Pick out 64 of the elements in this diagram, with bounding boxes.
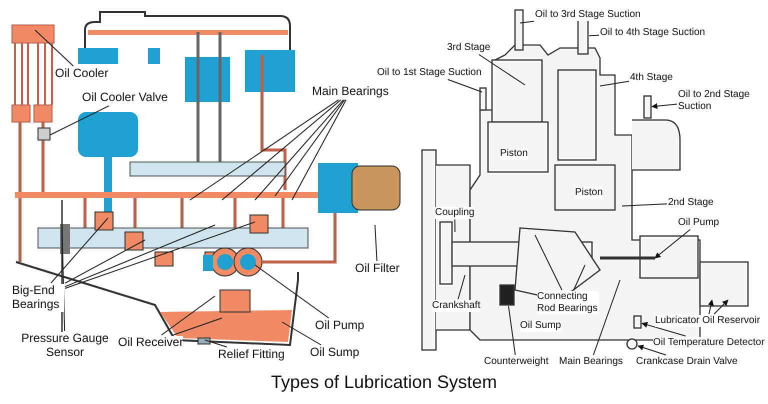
part-label: 4th Stage	[630, 72, 673, 84]
part-label: Coupling	[435, 207, 474, 218]
leader-line	[190, 99, 340, 200]
part-label: 2nd Stage	[668, 197, 714, 208]
leader-line	[458, 274, 466, 300]
part-label: Counterweight	[484, 356, 548, 368]
drain-valve	[626, 338, 638, 350]
oil-inlet-pipe	[643, 95, 652, 119]
leader-line	[222, 99, 342, 200]
leader-line	[651, 103, 678, 110]
part-label: Oil Sump	[310, 346, 360, 360]
leader-line	[573, 264, 586, 290]
leader-line	[50, 105, 110, 136]
leader-line	[520, 20, 534, 24]
leader-line	[282, 322, 322, 346]
diagram-title: Types of Lubrication System	[270, 372, 498, 392]
leader-line	[637, 344, 666, 356]
leader-line	[50, 218, 108, 284]
part-label: Oil to 1st Stage Suction	[377, 67, 482, 78]
leader-line	[592, 280, 620, 356]
leader-line	[34, 30, 74, 66]
leader-line	[64, 224, 216, 288]
leader-line	[254, 99, 344, 200]
part-label: Oil Temperature Detector	[653, 337, 765, 348]
leader-line	[478, 54, 526, 86]
part-label: Big-End Bearings	[12, 284, 64, 312]
leader-line	[64, 222, 256, 289]
part-label: Piston	[500, 148, 528, 160]
leader-line	[204, 340, 228, 348]
part-label: Connecting Rod Bearings	[537, 291, 599, 314]
part-label: Oil to 3rd Stage Suction	[535, 9, 641, 20]
leader-line	[708, 299, 714, 314]
part-label: Crankshaft	[432, 300, 480, 312]
leader-line	[447, 79, 482, 92]
part-label: Lubricator Oil Reservoir	[655, 315, 760, 326]
part-label: Relief Fitting	[218, 348, 285, 362]
leader-line	[654, 229, 691, 258]
part-label: Oil Sump	[520, 320, 562, 332]
leader-line	[534, 234, 562, 290]
leader-line	[588, 34, 600, 36]
part-label: Main Bearings	[559, 356, 623, 368]
part-label: Crankcase Drain Valve	[636, 356, 738, 368]
part-label: Piston	[575, 187, 603, 198]
counterweight-block	[499, 284, 515, 306]
part-label: Oil Pump	[678, 217, 720, 228]
temperature-sensor	[633, 315, 642, 329]
leader-line	[714, 300, 728, 314]
part-label: Oil Pump	[315, 319, 364, 333]
leader-line	[254, 264, 330, 318]
part-label: Oil to 4th Stage Suction	[600, 27, 706, 38]
leader-line	[292, 99, 347, 200]
leader-line	[374, 224, 378, 262]
leader-line	[62, 226, 66, 332]
leader-line	[622, 203, 668, 206]
leader-line	[172, 318, 222, 336]
part-label: 3rd Stage	[447, 42, 490, 54]
part-label: Oil to 2nd Stage Suction	[678, 89, 750, 112]
leader-line	[64, 240, 146, 284]
leader-line	[454, 219, 456, 232]
leader-line	[274, 99, 346, 196]
part-label: Main Bearings	[312, 85, 389, 99]
leader-line	[508, 306, 516, 356]
leader-line	[641, 322, 686, 336]
leader-line	[161, 296, 216, 336]
